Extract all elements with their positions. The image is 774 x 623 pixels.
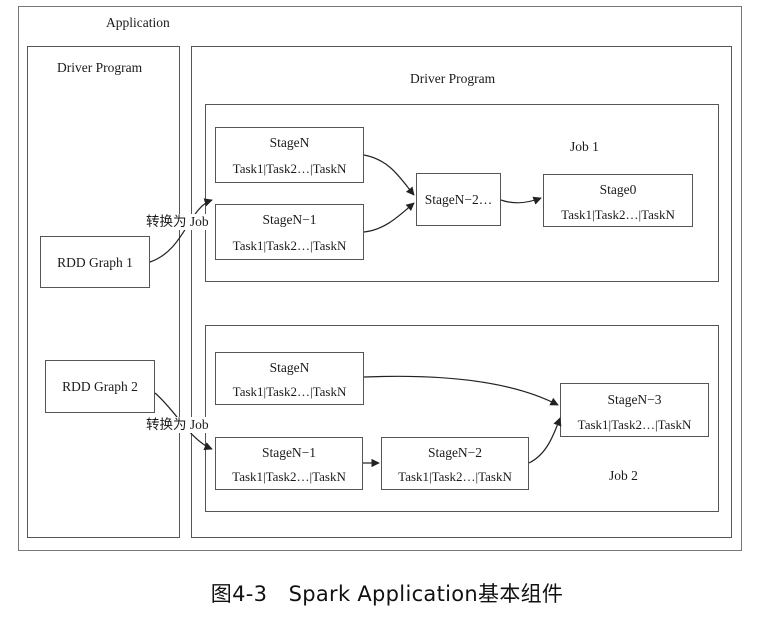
stage-name: StageN−1 xyxy=(262,212,317,227)
stage-tasks: Task1|Task2…|TaskN xyxy=(232,384,347,399)
stage-tasks: Task1|Task2…|TaskN xyxy=(232,469,346,484)
application-title: Application xyxy=(106,15,170,30)
stage-name: StageN xyxy=(269,135,310,150)
stage-name: StageN−3 xyxy=(607,392,662,407)
stage-tasks: Task1|Task2…|TaskN xyxy=(577,417,692,432)
left-driver-program xyxy=(27,46,180,538)
rdd-graph-2: RDD Graph 2 xyxy=(45,360,155,413)
rdd-graph-1-label: RDD Graph 1 xyxy=(57,255,133,270)
convert-to-job-label-2: 转换为 Job xyxy=(145,417,210,433)
stage-name: StageN xyxy=(269,360,310,375)
rdd-graph-1: RDD Graph 1 xyxy=(40,236,150,288)
stage-name: StageN−1 xyxy=(261,445,317,460)
stage-tasks: Task1|Task2…|TaskN xyxy=(232,161,347,176)
job1-stage-n-2: StageN−2… xyxy=(416,173,501,226)
job1-stage-n-1: StageN−1 Task1|Task2…|TaskN xyxy=(215,204,364,260)
job1-stage-n: StageN Task1|Task2…|TaskN xyxy=(215,127,364,183)
stage-name: Stage0 xyxy=(599,182,637,197)
job2-stage-n-3: StageN−3 Task1|Task2…|TaskN xyxy=(560,383,709,437)
stage-tasks: Task1|Task2…|TaskN xyxy=(398,469,512,484)
job1-stage-0: Stage0 Task1|Task2…|TaskN xyxy=(543,174,693,227)
stage-tasks: Task1|Task2…|TaskN xyxy=(232,238,347,253)
right-driver-title: Driver Program xyxy=(410,71,496,86)
left-driver-title: Driver Program xyxy=(57,60,143,75)
stage-tasks: Task1|Task2…|TaskN xyxy=(561,207,675,222)
rdd-graph-2-label: RDD Graph 2 xyxy=(62,379,138,394)
stage-name: StageN−2 xyxy=(427,445,483,460)
convert-to-job-label-1: 转换为 Job xyxy=(145,214,210,230)
figure-caption: 图4-3 Spark Application基本组件 xyxy=(210,582,564,606)
job-2-label: Job 2 xyxy=(609,468,638,483)
stage-name: StageN−2… xyxy=(424,192,493,207)
job-1-label: Job 1 xyxy=(570,139,599,154)
job2-stage-n-2: StageN−2 Task1|Task2…|TaskN xyxy=(381,437,529,490)
job2-stage-n-1: StageN−1 Task1|Task2…|TaskN xyxy=(215,437,363,490)
job2-stage-n: StageN Task1|Task2…|TaskN xyxy=(215,352,364,405)
